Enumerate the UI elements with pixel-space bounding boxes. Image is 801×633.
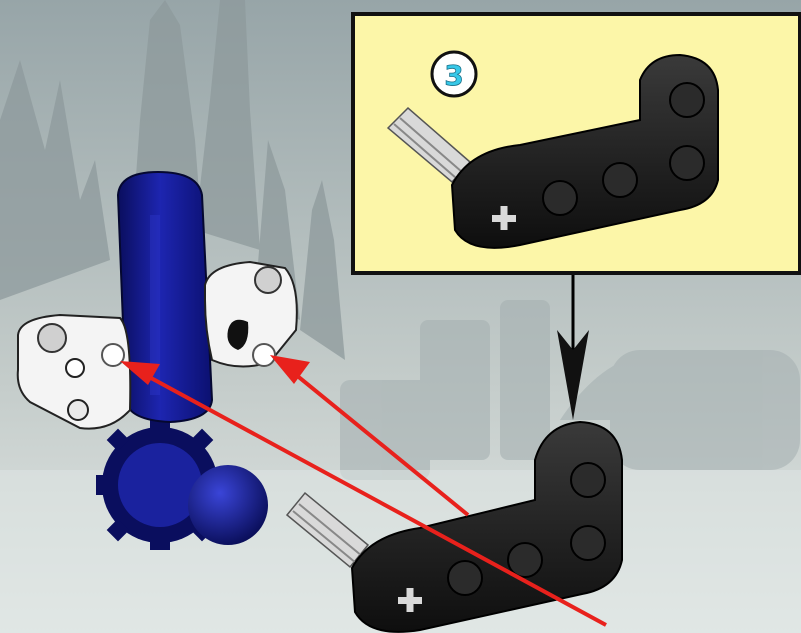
step-badge: 3 <box>432 52 476 96</box>
pin-hole-left <box>102 344 124 366</box>
ball-joint-icon <box>188 465 268 545</box>
step-number: 3 <box>444 59 463 92</box>
pin-hole-right <box>253 344 275 366</box>
callout-box: 3 <box>353 14 800 273</box>
